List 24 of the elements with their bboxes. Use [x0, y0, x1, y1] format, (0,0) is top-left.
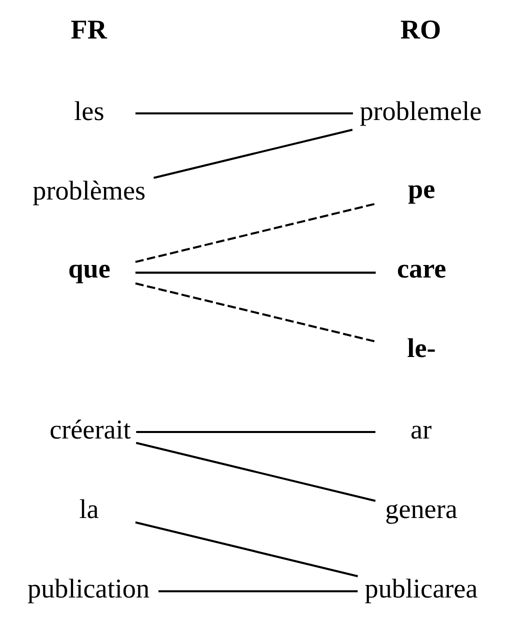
node-text: genera	[385, 494, 458, 524]
connector	[158, 590, 358, 592]
node-text: la	[79, 494, 99, 524]
label: RO	[400, 14, 442, 44]
node-text: publicarea	[364, 574, 478, 604]
connector	[153, 128, 353, 179]
label: FR	[70, 14, 107, 44]
node-text: les	[74, 96, 104, 126]
connector	[135, 202, 376, 263]
node-text: le-	[407, 333, 436, 364]
node-text: créerait	[50, 414, 131, 444]
connector	[135, 272, 376, 274]
connector	[136, 442, 376, 502]
node-text: ar	[410, 414, 432, 444]
connector	[136, 430, 376, 433]
connector	[135, 282, 376, 343]
node-text: care	[397, 253, 446, 284]
connector	[135, 112, 353, 114]
node-text: pe	[408, 174, 436, 204]
node-text: problemele	[360, 96, 482, 126]
node-text: problèmes	[32, 175, 146, 206]
node-text: publication	[28, 574, 150, 604]
node-text: que	[68, 253, 110, 284]
connector	[135, 521, 358, 578]
